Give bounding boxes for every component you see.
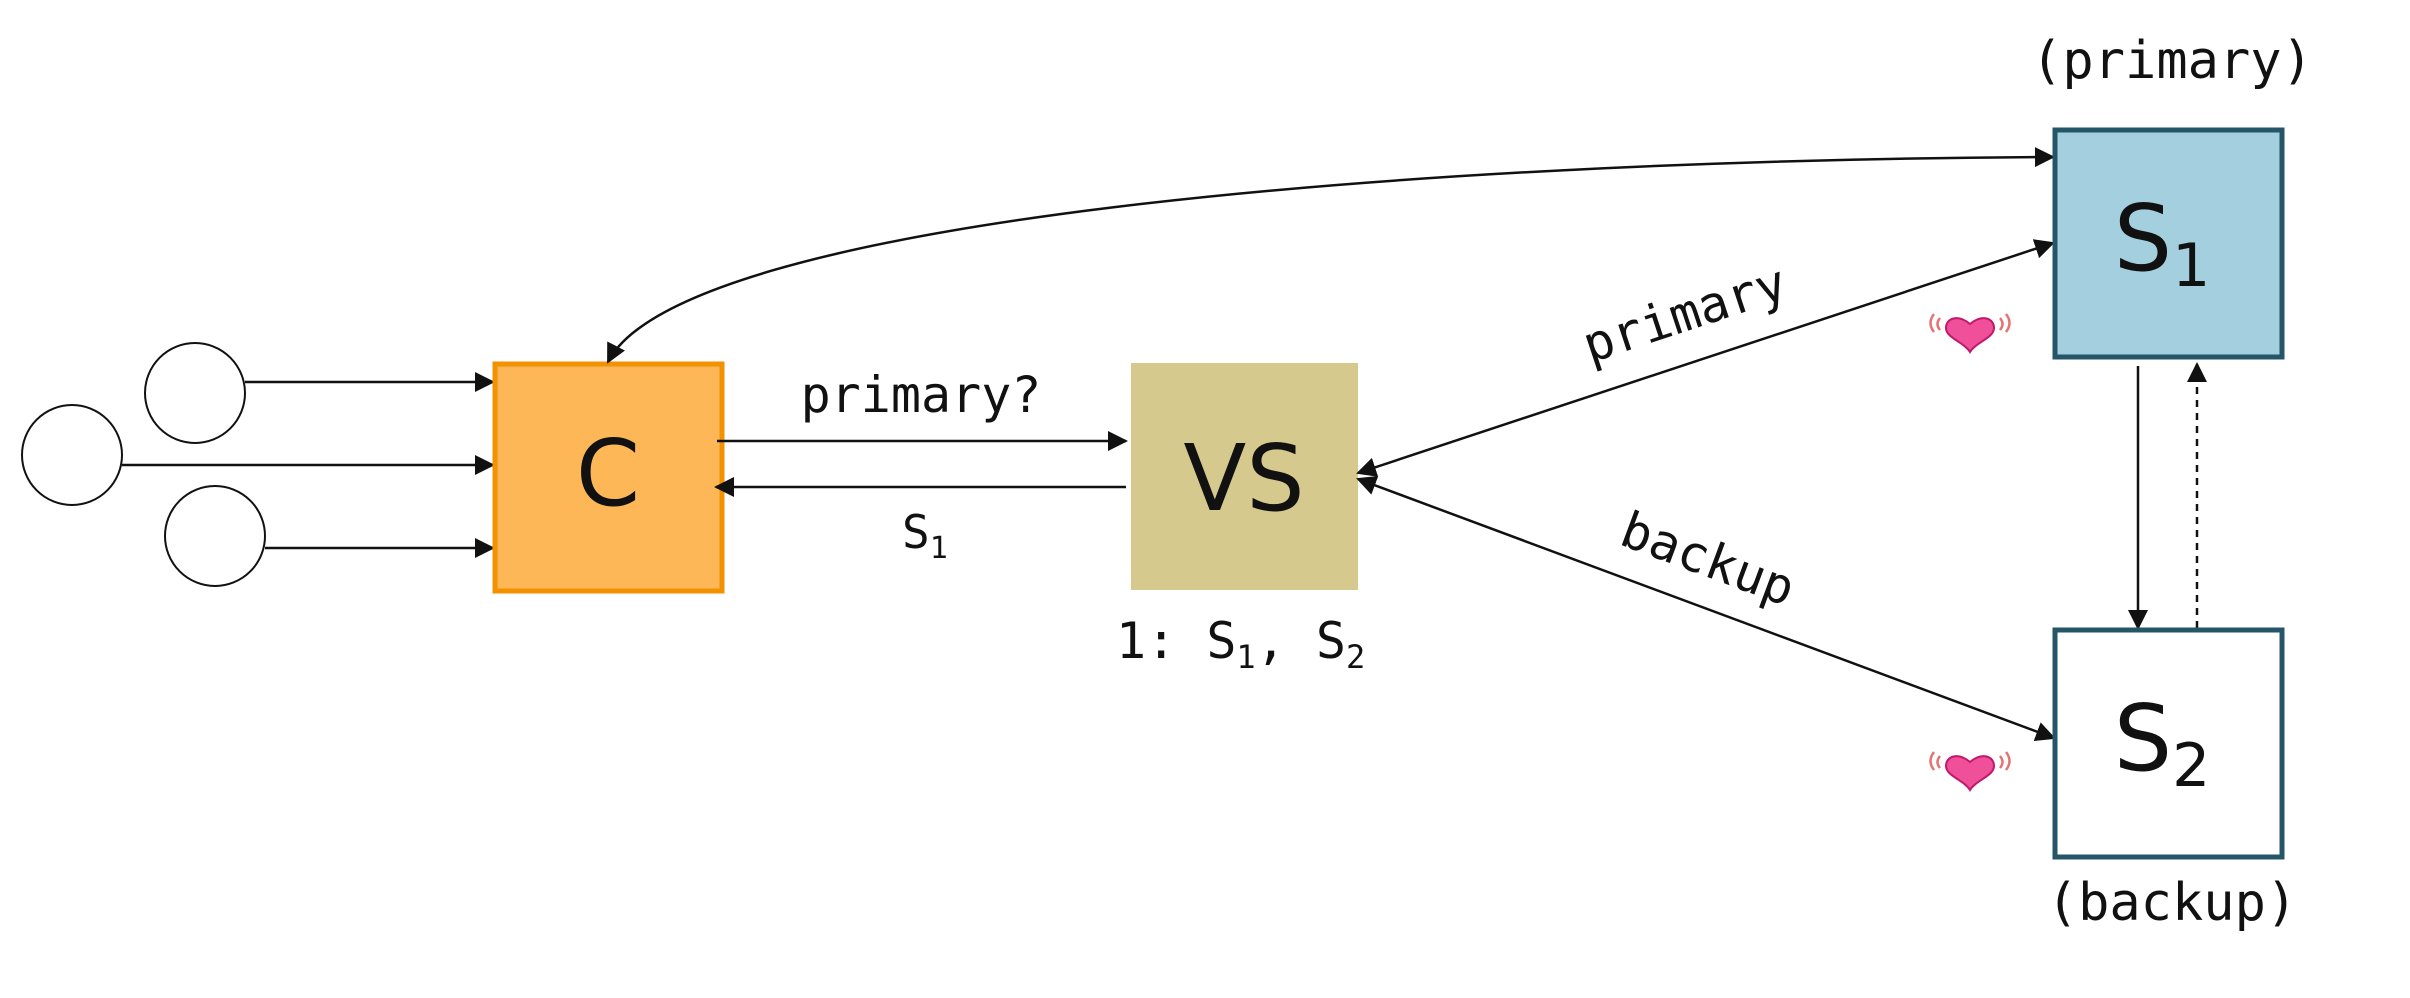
- user-circle: [21, 404, 123, 506]
- server2-box: [2052, 627, 2285, 860]
- vs-s2-arrow: [1356, 475, 2056, 742]
- server1-role: (primary): [2031, 31, 2313, 91]
- client-node: C: [492, 361, 725, 594]
- reply-label: S1: [902, 505, 948, 566]
- user-circle: [164, 485, 266, 587]
- view-server-node: VS 1: S1, S2: [1116, 363, 1365, 676]
- client-vs-edges: primary? S1: [714, 366, 1128, 566]
- query-label: primary?: [801, 366, 1042, 424]
- client-box: [492, 361, 725, 594]
- heart-icon: [1929, 750, 2011, 792]
- server2-node: S2 (backup): [1929, 627, 2297, 933]
- client-label: C: [576, 420, 640, 527]
- server1-node: (primary) S1: [1929, 31, 2313, 360]
- user-circle: [144, 342, 246, 444]
- vs-s1-label: primary: [1576, 253, 1794, 374]
- replication-edges: [2128, 362, 2207, 630]
- server2-label: S2: [2114, 685, 2211, 801]
- client-users: [21, 342, 495, 587]
- server1-box: [2052, 127, 2285, 360]
- client-s1-arrow: [606, 147, 2055, 364]
- heart-icon: [1929, 312, 2011, 354]
- vs-s2-label: backup: [1613, 500, 1803, 617]
- view-label: 1: S1, S2: [1116, 612, 1365, 676]
- vs-server-edges: primary backup: [1356, 239, 2056, 742]
- server1-label: S1: [2114, 185, 2211, 301]
- server2-role: (backup): [2047, 873, 2297, 933]
- view-server-box: [1131, 363, 1358, 590]
- view-server-label: VS: [1183, 425, 1304, 532]
